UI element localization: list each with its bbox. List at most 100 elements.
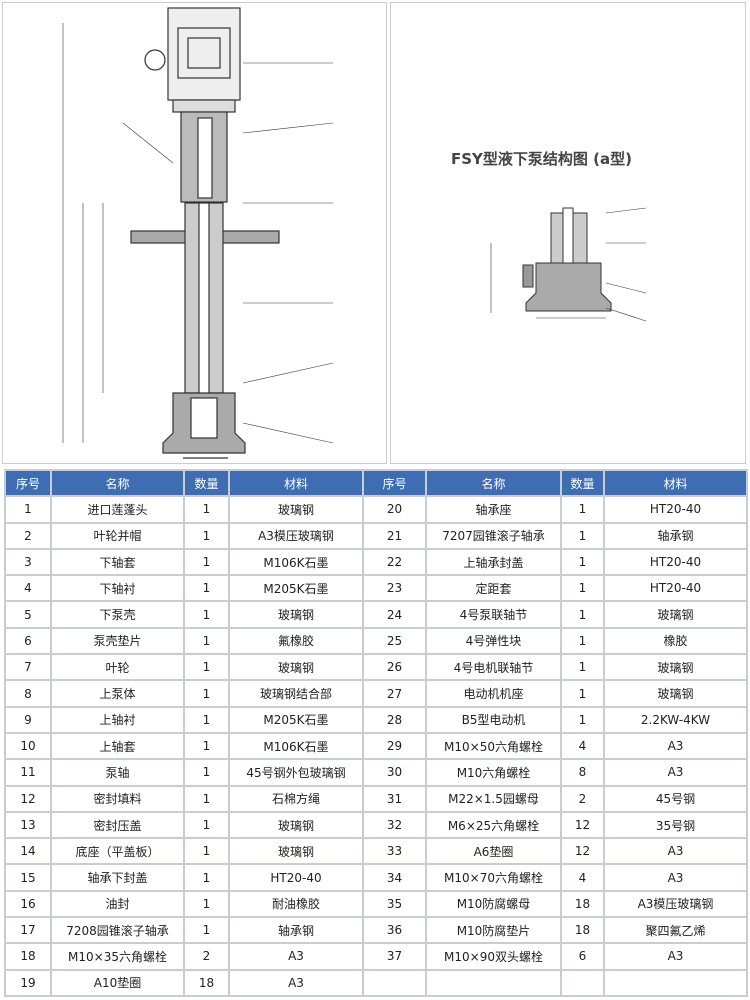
cell-col-qty: 1 — [183, 889, 230, 919]
cell-col-material: A3 — [603, 837, 748, 866]
cell-col-qty: 12 — [560, 837, 605, 866]
cell-col-material: 石棉方绳 — [228, 784, 364, 813]
cell-col-name: M10防腐螺母 — [425, 889, 562, 919]
header-col-qty: 数量 — [183, 468, 230, 498]
cell-col-index: 37 — [362, 942, 427, 971]
cell-col-material: M106K石墨 — [228, 547, 364, 577]
cell-col-material: A3模压玻璃钢 — [603, 889, 748, 919]
cell-col-index: 18 — [4, 942, 52, 971]
cell-col-qty: 12 — [560, 810, 605, 840]
cell-col-index: 20 — [362, 495, 427, 524]
cell-col-name: M10×90双头螺栓 — [425, 942, 562, 971]
pump-detail-figure — [490, 207, 647, 322]
cell-col-index: 25 — [362, 626, 427, 656]
cell-col-name: 7208园锥滚子轴承 — [50, 916, 185, 945]
cell-col-name: 电动机机座 — [425, 679, 562, 708]
cell-col-index: 3 — [4, 547, 52, 577]
cell-col-name: 叶轮 — [50, 653, 185, 682]
cell-col-material: M205K石墨 — [228, 705, 364, 734]
cell-col-material: 玻璃钢 — [228, 810, 364, 840]
cell-col-index: 19 — [4, 968, 52, 997]
drawing-title: FSY型液下泵结构图 (a型) — [451, 150, 632, 168]
cell-col-material: A3模压玻璃钢 — [228, 521, 364, 550]
cell-col-material: A3 — [228, 968, 364, 997]
header-col-name: 名称 — [425, 468, 562, 498]
cell-col-name: 定距套 — [425, 574, 562, 603]
cell-col-material: A3 — [603, 731, 748, 761]
cell-col-index: 9 — [4, 705, 52, 734]
cell-col-name: 上轴承封盖 — [425, 547, 562, 577]
header-col-index: 序号 — [362, 468, 427, 498]
cell-col-index: 24 — [362, 600, 427, 629]
cell-col-qty: 18 — [183, 968, 230, 997]
cell-col-name: 密封填料 — [50, 784, 185, 813]
cell-col-material: 玻璃钢 — [228, 653, 364, 682]
cell-col-material: M106K石墨 — [228, 731, 364, 761]
cell-col-index: 2 — [4, 521, 52, 550]
cell-col-qty: 1 — [183, 600, 230, 629]
header-col-material: 材料 — [603, 468, 748, 498]
cell-col-name: A10垫圈 — [50, 968, 185, 997]
cell-col-name: 上轴衬 — [50, 705, 185, 734]
cell-col-material: 橡胶 — [603, 626, 748, 656]
cell-col-material — [603, 968, 748, 997]
cell-col-index: 14 — [4, 837, 52, 866]
cell-col-qty: 1 — [183, 679, 230, 708]
cell-col-qty: 18 — [560, 916, 605, 945]
cell-col-material: 玻璃钢 — [228, 837, 364, 866]
cell-col-material: 2.2KW-4KW — [603, 705, 748, 734]
cell-col-material: HT20-40 — [603, 547, 748, 577]
cell-col-qty: 1 — [560, 495, 605, 524]
cell-col-qty — [560, 968, 605, 997]
cell-col-material: 玻璃钢结合部 — [228, 679, 364, 708]
cell-col-index: 4 — [4, 574, 52, 603]
cell-col-name: 4号泵联轴节 — [425, 600, 562, 629]
cell-col-name: 油封 — [50, 889, 185, 919]
cell-col-name: 4号弹性块 — [425, 626, 562, 656]
cell-col-material: M205K石墨 — [228, 574, 364, 603]
header-col-qty: 数量 — [560, 468, 605, 498]
cell-col-index: 31 — [362, 784, 427, 813]
cell-col-qty: 1 — [183, 731, 230, 761]
cell-col-name: M10×70六角螺栓 — [425, 863, 562, 892]
cell-col-material: 氟橡胶 — [228, 626, 364, 656]
cell-col-qty: 1 — [183, 837, 230, 866]
cell-col-qty: 6 — [560, 942, 605, 971]
cell-col-material: 玻璃钢 — [228, 495, 364, 524]
cell-col-index: 22 — [362, 547, 427, 577]
cell-col-qty: 1 — [183, 784, 230, 813]
cell-col-index: 6 — [4, 626, 52, 656]
cell-col-qty: 1 — [183, 653, 230, 682]
cell-col-index: 8 — [4, 679, 52, 708]
cell-col-index: 13 — [4, 810, 52, 840]
cell-col-material: 玻璃钢 — [603, 600, 748, 629]
cell-col-name: 进口莲蓬头 — [50, 495, 185, 524]
cell-col-qty: 1 — [560, 653, 605, 682]
cell-col-material: HT20-40 — [603, 495, 748, 524]
cell-col-material: HT20-40 — [228, 863, 364, 892]
cell-col-index: 33 — [362, 837, 427, 866]
cell-col-material: A3 — [603, 863, 748, 892]
cell-col-name: M10防腐垫片 — [425, 916, 562, 945]
cell-col-name: 泵轴 — [50, 758, 185, 787]
cell-col-qty: 2 — [183, 942, 230, 971]
cell-col-qty: 2 — [560, 784, 605, 813]
cell-col-qty: 4 — [560, 863, 605, 892]
cell-col-qty: 1 — [560, 547, 605, 577]
cell-col-name: 叶轮并帽 — [50, 521, 185, 550]
cell-col-index: 12 — [4, 784, 52, 813]
detail-drawing-panel: FSY型液下泵结构图 (a型) — [390, 2, 746, 464]
